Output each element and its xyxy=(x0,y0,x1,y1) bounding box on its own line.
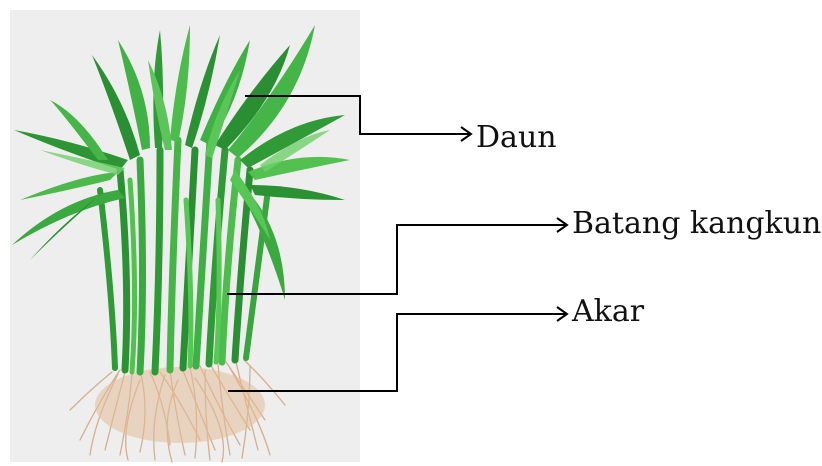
leaf-label: Daun xyxy=(476,123,557,153)
stem-label: Batang kangkung xyxy=(572,209,822,239)
callout-root xyxy=(228,307,567,391)
stems xyxy=(100,140,268,372)
root-label: Akar xyxy=(572,297,644,327)
leaves xyxy=(12,25,350,300)
root-mass xyxy=(95,367,265,443)
